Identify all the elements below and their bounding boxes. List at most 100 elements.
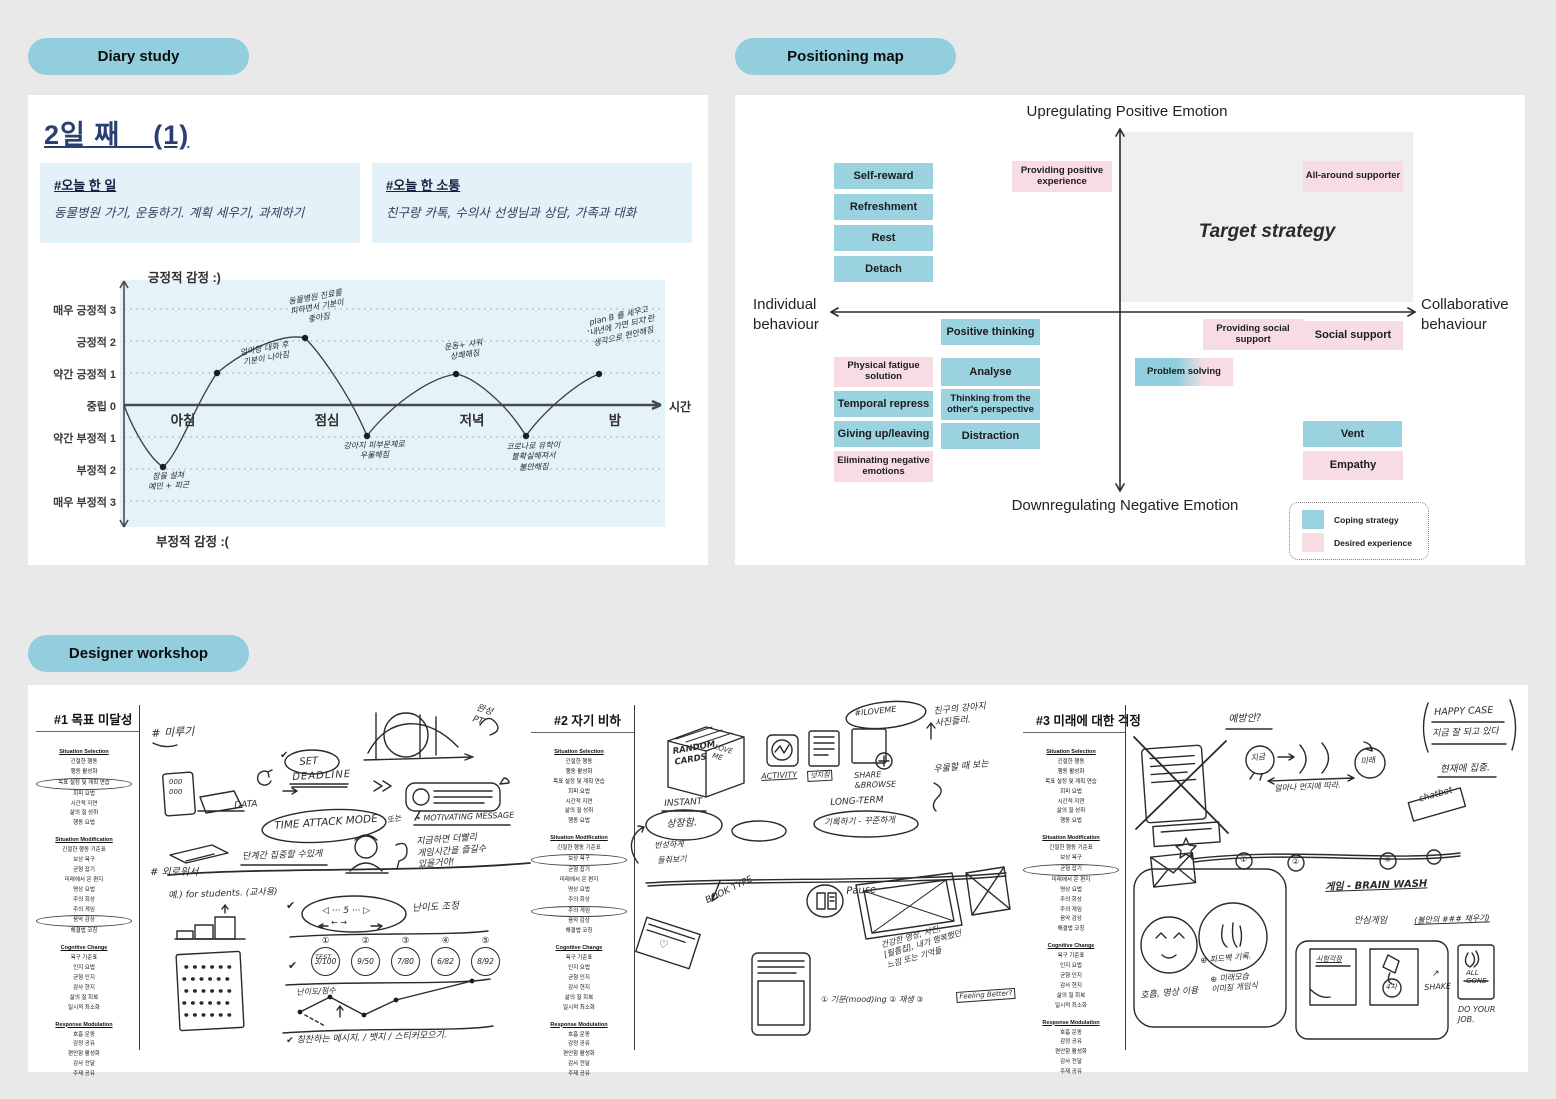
emotion-graph-area [120,280,665,527]
sidebar-item: 행동 요법 [1060,818,1082,825]
axis-label-bottom: Downregulating Negative Emotion [1011,497,1239,514]
emotion-graph-svg [119,280,662,528]
sidebar-item: 인지 요법 [73,965,95,972]
axis-label-left: Individual behaviour [753,296,819,333]
sidebar-item: 주의 게임 [1060,906,1082,913]
sidebar-header: Situation Modification [55,837,113,844]
sidebar-header: Response Modulation [550,1021,608,1028]
panel3-underline [1023,732,1125,733]
panel1-underline [36,731,139,732]
sidebar-item: 음악 감상 [568,918,590,925]
sidebar-item: 명상 요법 [1060,886,1082,893]
sidebar-item: 주의 회상 [568,896,590,903]
sidebar-item: 보상 욕구 [531,854,627,867]
test-scores-row: ① 3/100 ② 9/50 ③ 7/80 ④ 6/82 [309,935,502,976]
sidebar-item: 미래에서 온 편지 [1051,876,1091,883]
sidebar-item: 감사 현지 [568,984,590,991]
desired-swatch [1302,533,1324,552]
sketch-note: 들춰보기 [657,854,687,865]
sketch-doodles-svg [152,699,1517,1040]
emotion-curve [123,336,600,468]
sidebar-item: 일시적 최소화 [68,1004,100,1011]
strategy-box: Thinking from the other's perspective [941,389,1040,420]
target-strategy-label: Target strategy [1198,221,1336,242]
graph-ytick: 약간 부정적 1 [53,433,116,445]
test-fraction: 3/100 [311,947,340,976]
sidebar-item: 일시적 최소화 [563,1004,595,1011]
strategy-box: Self-reward [834,163,933,189]
sidebar-item: 주제 공유 [568,1071,590,1078]
sketch-note: ◁ ··· 5 ··· ▷ [322,906,371,916]
sidebar-item: 주제 공유 [1060,1069,1082,1076]
sidebar-item: 해결법 코칭 [1057,926,1085,933]
positioning-map-card: Upregulating Positive Emotion Downregula… [735,95,1525,565]
graph-xlabel: 시간 [669,400,692,414]
arrow-icon: ↗ [1432,969,1440,979]
target-strategy-region [1120,132,1413,302]
check-icon: ✔ [288,959,298,972]
sketch-note: Pause [846,884,877,897]
diary-today-text: 동물병원 가기, 운동하기. 계획 세우기, 과제하기 [54,205,305,220]
sidebar-item: 감정 공유 [73,1041,95,1048]
graph-ytick: 약간 긍정적 1 [53,369,116,381]
check-icon: ✔ [286,899,296,912]
sidebar-item: 명상 요법 [73,886,95,893]
panel3-divider [1125,705,1126,1050]
diary-comm-header: #오늘 한 소통 [386,178,461,193]
panel1-divider [139,705,140,1050]
sidebar-header: Situation Selection [59,749,109,755]
sidebar-item: 삶의 질 회복 [564,994,594,1001]
sidebar-item: 행동 요법 [568,818,590,825]
sidebar-item: 시간적 지연 [565,798,593,805]
sidebar-item: 편안함 활성화 [1055,1049,1087,1056]
panel3-title: #3 미래에 대한 걱정 [1036,714,1141,728]
legend: Coping strategy Desired experience [1289,502,1429,560]
strategy-box: Detach [834,256,933,282]
sidebar-header: Response Modulation [55,1021,113,1028]
sidebar-header: Cognitive Change [1047,943,1095,950]
sidebar-item: 회피 요법 [568,788,590,795]
sidebar-item: 명상 요법 [568,886,590,893]
sidebar-item: 감사 전달 [568,1061,590,1068]
sketch-note: # 미루기 [151,724,195,740]
test-fraction: 8/92 [471,947,500,976]
sketch-note: ④ [1384,855,1392,864]
sidebar-header: Situation Modification [1042,835,1100,842]
sidebar-item: 욕구 기준표 [1057,953,1085,960]
sidebar-item: 음악 감상 [1060,916,1082,923]
sidebar-header: Situation Selection [554,749,604,755]
sidebar-header: Cognitive Change [60,945,108,952]
test-fraction: 9/50 [351,947,380,976]
sketch-note: ← → [331,918,347,927]
sidebar-item: 회피 요법 [73,790,95,797]
test-number: ⑤ [481,935,490,945]
sketch-note: ALL GONE [1466,969,1487,986]
sidebar-item: 균형 인지 [1060,973,1082,980]
sidebar-item: 해결법 코칭 [565,928,593,935]
legend-row: Coping strategy [1302,510,1428,529]
sidebar-item: 감사 전달 [1060,1059,1082,1066]
panel2-underline [531,732,634,733]
diary-card: 2일 째 _ (1) #오늘 한 일 동물병원 가기, 운동하기. 계획 세우기… [28,95,708,565]
positioning-map-label: Positioning map [787,48,904,65]
sidebar-item: 균형 인지 [73,975,95,982]
test-fraction: 7/80 [391,947,420,976]
diary-comm-text: 친구랑 카톡, 수의사 선생님과 상담, 가족과 대화 [386,205,637,220]
test-number: ④ [441,935,450,945]
sidebar-item: 삶의 질 성취 [1056,808,1086,815]
check-icon: ✔ [280,750,289,761]
sidebar-item: 욕구 기준표 [565,955,593,962]
sketch-note: ① 기분(mood)ing ② 재생 ③ [821,995,924,1004]
sidebar-item: 행동 요법 [73,820,95,827]
strategy-box: Analyse [941,358,1040,386]
legend-row: Desired experience [1302,533,1428,552]
test-number: ① [321,935,330,945]
sketch-note: ⊕ 미래모습 이미징 게임식 [1210,971,1259,995]
sidebar-item: 주의 회상 [73,896,95,903]
